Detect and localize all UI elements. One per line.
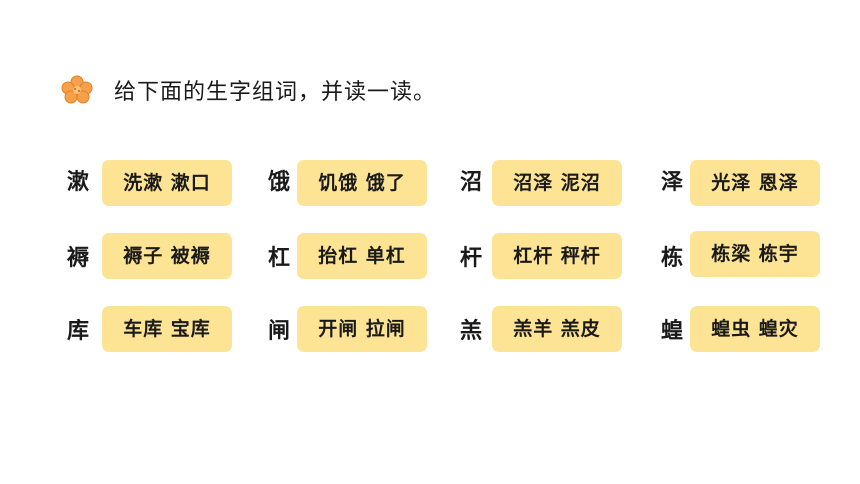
target-character: 饿: [267, 169, 290, 195]
target-character: 褥: [66, 245, 89, 271]
word-box: 开闸 拉闸: [297, 306, 427, 352]
target-character: 杆: [459, 245, 482, 271]
flower-icon: [60, 75, 94, 105]
word-box: 抬杠 单杠: [297, 233, 427, 279]
target-character: 漱: [66, 169, 89, 195]
word-box: 杠杆 秤杆: [492, 233, 622, 279]
instruction-text: 给下面的生字组词，并读一读。: [114, 80, 437, 105]
target-character: 库: [66, 318, 89, 344]
target-character: 羔: [459, 318, 482, 344]
target-character: 蝗: [660, 318, 683, 344]
word-box: 车库 宝库: [102, 306, 232, 352]
word-box: 栋梁 栋宇: [690, 231, 820, 277]
target-character: 闸: [267, 318, 290, 344]
target-character: 杠: [267, 245, 290, 271]
word-box: 洗漱 漱口: [102, 160, 232, 206]
target-character: 泽: [660, 169, 683, 195]
word-box: 褥子 被褥: [102, 233, 232, 279]
target-character: 沼: [459, 169, 482, 195]
word-box: 蝗虫 蝗灾: [690, 306, 820, 352]
word-box: 饥饿 饿了: [297, 160, 427, 206]
word-box: 光泽 恩泽: [690, 160, 820, 206]
word-box: 羔羊 羔皮: [492, 306, 622, 352]
word-box: 沼泽 泥沼: [492, 160, 622, 206]
target-character: 栋: [660, 245, 683, 271]
